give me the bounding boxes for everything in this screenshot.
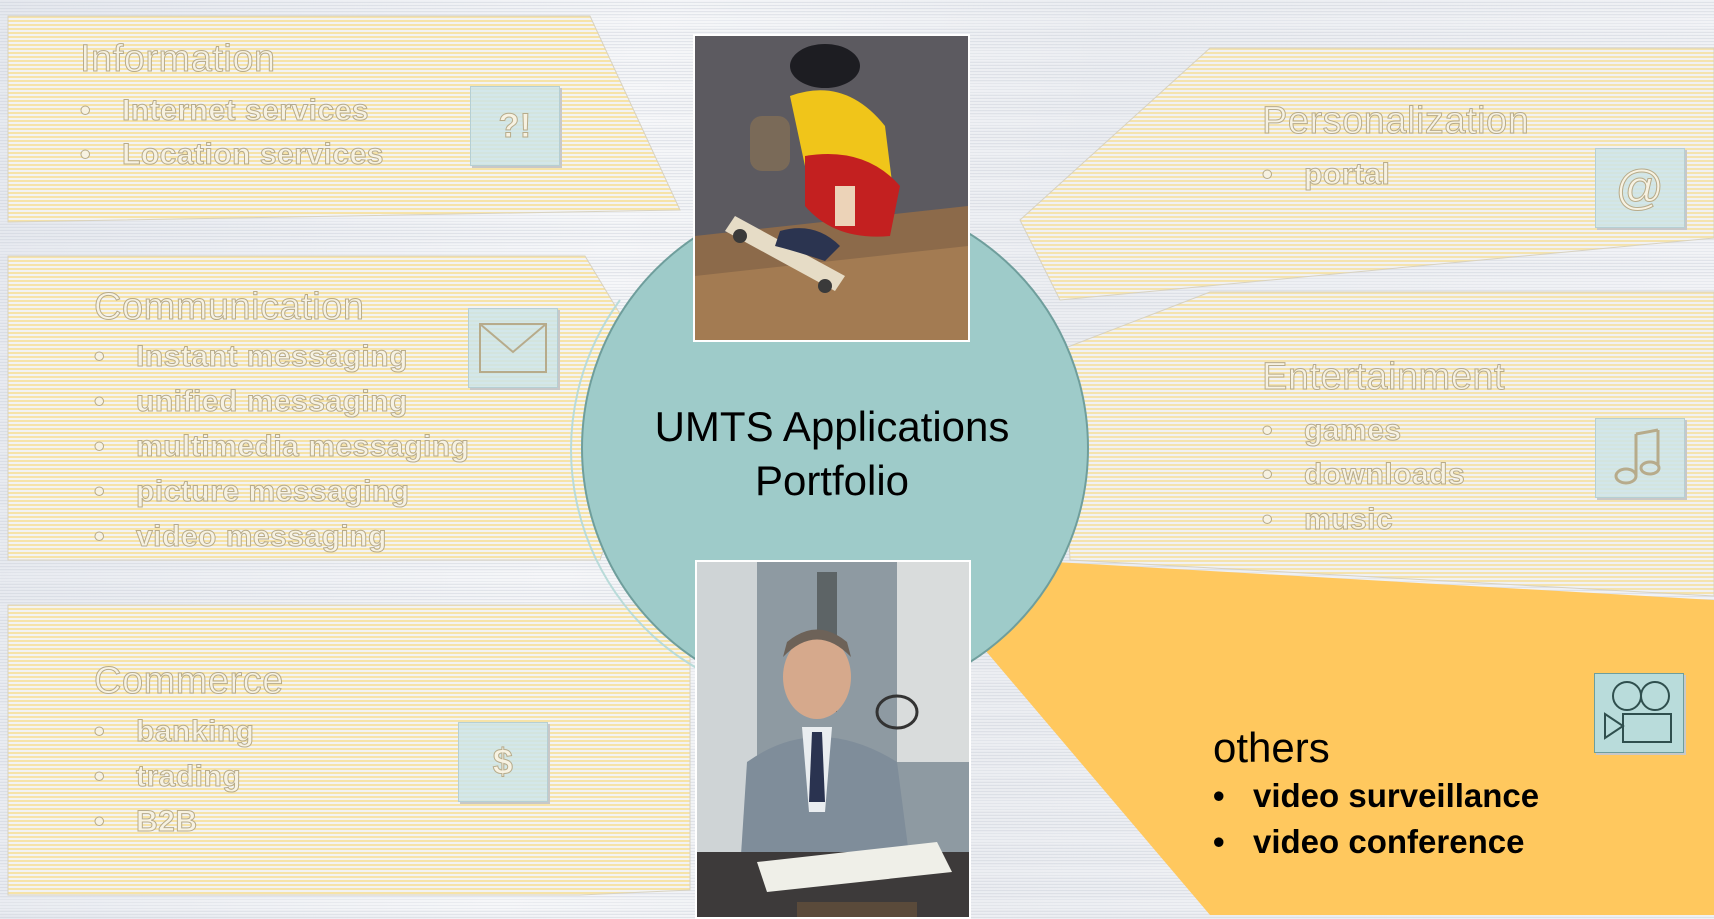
information-item: • Location services [80, 138, 384, 172]
businessman-photo [695, 560, 971, 919]
commerce-banner [7, 604, 691, 896]
video-camera-glyph [1604, 681, 1672, 743]
commerce-title: Commerce [94, 660, 284, 703]
commerce-item: • banking [94, 715, 255, 749]
personalization-title: Personalization [1261, 100, 1530, 143]
communication-item: • unified messaging [94, 385, 408, 419]
information-banner [7, 15, 681, 223]
bullet: • [94, 760, 106, 794]
communication-item: • picture messaging [94, 475, 410, 509]
center-title: UMTS Applications Portfolio [587, 400, 1077, 508]
communication-item-label: unified messaging [136, 385, 408, 419]
bullet: • [1213, 823, 1225, 860]
bullet: • [94, 475, 106, 509]
others-title: others [1213, 724, 1330, 771]
entertainment-item: • music [1262, 503, 1394, 537]
music-note-icon [1595, 418, 1685, 498]
music-note-glyph [1614, 428, 1661, 485]
entertainment-item: • downloads [1262, 458, 1466, 492]
communication-item: • Instant messaging [94, 340, 408, 374]
communication-item-label: picture messaging [136, 475, 410, 509]
dollar-icon: $ [458, 722, 548, 802]
information-item-label: Internet services [122, 94, 369, 128]
others-item: • video conference [1213, 823, 1524, 861]
commerce-item: • B2B [94, 805, 198, 839]
entertainment-item-label: downloads [1303, 458, 1466, 492]
commerce-item-label: trading [135, 760, 242, 794]
others-item: • video surveillance [1213, 777, 1539, 815]
communication-item-label: Instant messaging [136, 340, 408, 374]
at-sign-glyph: @ [1615, 161, 1665, 215]
commerce-item-label: banking [136, 715, 255, 749]
at-sign-icon: @ [1595, 148, 1685, 228]
personalization-item-label: portal [1303, 158, 1391, 192]
bullet: • [1262, 158, 1274, 192]
entertainment-item: • games [1262, 414, 1402, 448]
bullet: • [94, 715, 106, 749]
entertainment-item-label: music [1303, 503, 1394, 537]
bullet: • [94, 340, 106, 374]
envelope-icon [468, 308, 558, 388]
center-title-line-2: Portfolio [754, 457, 910, 504]
bullet: • [1262, 503, 1274, 537]
bullet: • [94, 385, 106, 419]
bullet: • [1213, 777, 1225, 814]
information-item-label: Location services [122, 138, 384, 172]
personalization-item: • portal [1262, 158, 1391, 192]
skateboarder-illustration [695, 36, 968, 340]
personalization-banner [1019, 47, 1714, 301]
others-item-label: video conference [1253, 823, 1525, 860]
bullet: • [94, 520, 106, 554]
bullet: • [80, 138, 92, 172]
commerce-item-label: B2B [136, 805, 198, 839]
communication-item-label: video messaging [136, 520, 387, 554]
others-item-label: video surveillance [1253, 777, 1540, 814]
dollar-glyph: $ [492, 741, 514, 783]
question-exclamation-icon: ?! [470, 86, 560, 166]
bullet: • [1262, 458, 1274, 492]
businessman-illustration [697, 562, 969, 917]
question-exclamation-glyph: ?! [498, 106, 532, 145]
information-title: Information [80, 38, 276, 81]
commerce-item: • trading [94, 760, 242, 794]
video-camera-icon [1594, 673, 1684, 753]
bullet: • [1262, 414, 1274, 448]
entertainment-item-label: games [1304, 414, 1402, 448]
bullet: • [80, 94, 92, 128]
communication-item: • video messaging [94, 520, 387, 554]
others-banner [985, 560, 1714, 915]
entertainment-title: Entertainment [1261, 356, 1506, 399]
envelope-glyph [479, 323, 547, 373]
communication-title: Communication [94, 286, 365, 329]
information-item: • Internet services [80, 94, 369, 128]
center-title-line-1: UMTS Applications [654, 403, 1010, 450]
communication-item: • multimedia messaging [94, 430, 470, 464]
skateboarder-photo [693, 34, 970, 342]
bullet: • [94, 805, 106, 839]
bullet: • [94, 430, 106, 464]
communication-item-label: multimedia messaging [135, 430, 470, 464]
entertainment-banner [1059, 291, 1714, 597]
